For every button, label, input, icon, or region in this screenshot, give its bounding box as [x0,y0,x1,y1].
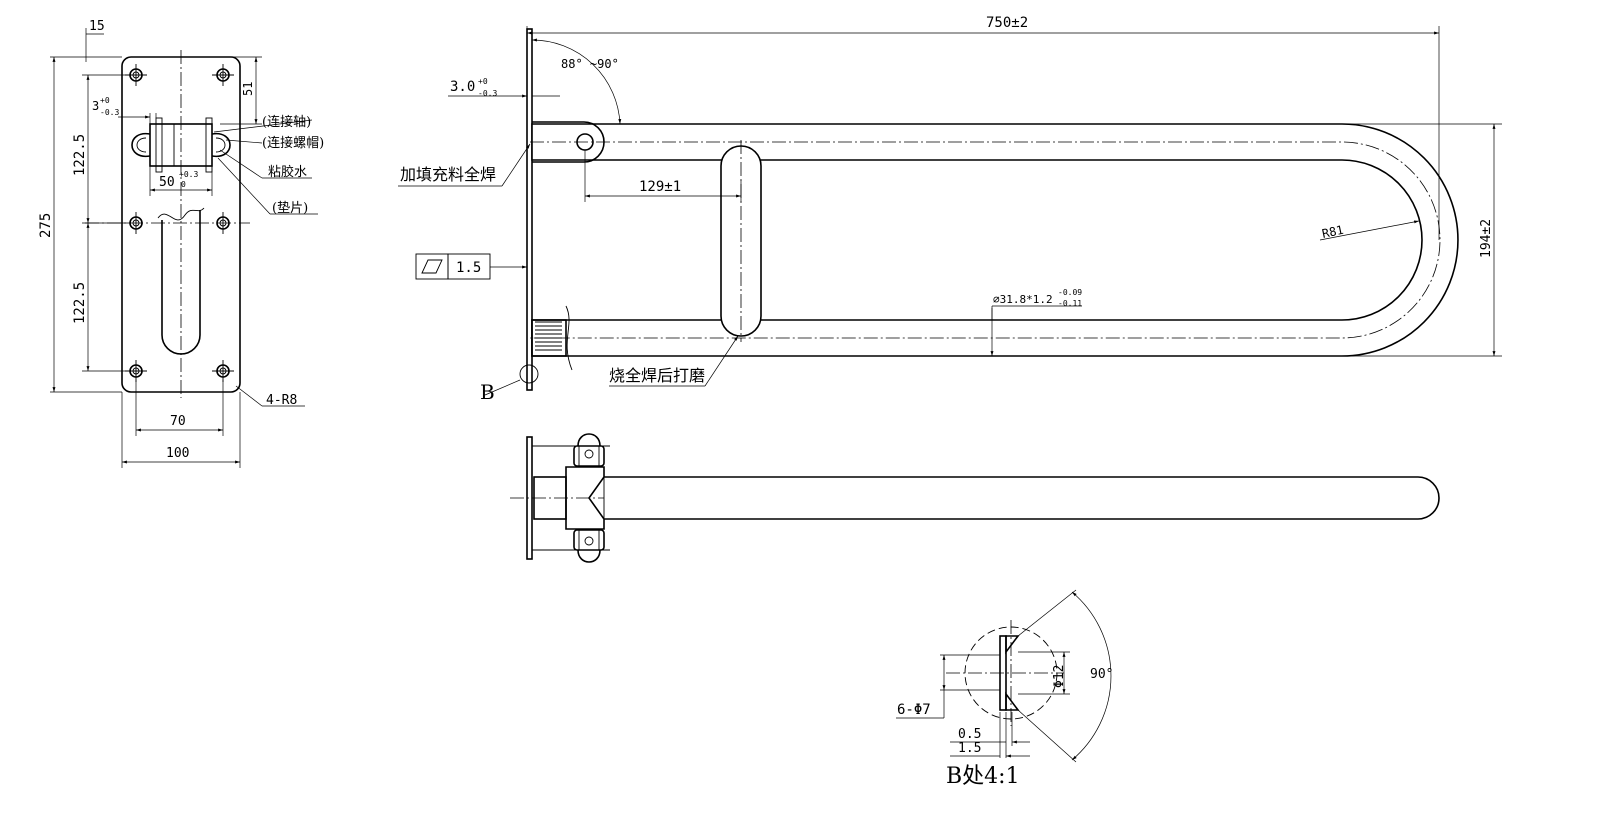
bottom-nut [573,529,605,563]
detail-b: Φ12 6-Φ7 90° 0.5 1.5 B处4:1 [896,589,1113,789]
dim-90: 90° [1090,667,1113,682]
dim-50-tol-lower: 0 [181,180,186,189]
dim-0-5: 0.5 [958,727,981,742]
dim-plate-thk-upper: +0 [478,77,488,86]
bolt-hole [212,360,234,382]
bolt-hole [212,64,234,86]
detail-b-title: B处4:1 [946,764,1020,789]
dim-100: 100 [166,446,189,461]
dim-3: 3 [92,99,99,113]
side-view: B 750±2 88° ~90° 3.0 +0 -0.3 加填充料全焊 129±… [398,15,1502,404]
flatness-callout: 1.5 [415,253,527,280]
dim-15: 15 [89,19,105,34]
dim-122-5-upper: 122.5 [72,134,88,176]
dim-50: 50 [159,175,175,190]
dim-tube-upper: -0.09 [1058,288,1082,297]
tube-slot [161,210,201,355]
dim-3-tol-upper: +0 [100,96,110,105]
dim-tube: ⌀31.8*1.2 [993,293,1053,306]
connection-shaft [131,117,231,173]
dim-phi12: Φ12 [1052,665,1067,688]
dim-r81: R81 [1321,223,1345,241]
top-view [510,433,1440,563]
dim-1-5: 1.5 [958,741,981,756]
dim-50-tol-upper: +0.3 [179,170,198,179]
dim-plate-thk: 3.0 [450,79,475,95]
dim-plate-thk-lower: -0.3 [478,89,497,98]
flatness-value: 1.5 [456,260,481,276]
dim-275: 275 [38,213,54,238]
label-grind: 烧全焊后打磨 [609,366,705,385]
dim-tube-lower: -0.11 [1058,299,1082,308]
bolt-hole [216,212,230,234]
detail-b-marker: B [480,380,495,404]
front-view: (连接轴) (连接螺帽) 粘胶水 (垫片) 15 275 122.5 122.5… [38,19,324,468]
label-fill-weld: 加填充料全焊 [400,165,496,184]
label-shaft: (连接轴) [262,114,311,130]
dim-51: 51 [241,82,255,96]
label-nut: (连接螺帽) [262,135,324,151]
dim-angle: 88° ~90° [561,57,619,71]
label-glue: 粘胶水 [268,164,307,180]
dim-194: 194±2 [1479,219,1494,258]
label-washer: (垫片) [272,200,308,216]
top-view-bar [604,476,1440,520]
bottom-insert [531,305,573,371]
dim-70: 70 [170,414,186,429]
dim-holes: 6-Φ7 [897,702,931,718]
dim-122-5-lower: 122.5 [72,282,88,324]
dim-3-tol-lower: -0.3 [100,108,119,117]
wall-plate [526,28,533,391]
top-nut [573,433,605,467]
dim-129: 129±1 [639,179,681,195]
dim-corner-radius: 4-R8 [266,393,297,408]
dim-750: 750±2 [986,15,1028,31]
u-bar [531,123,1459,357]
